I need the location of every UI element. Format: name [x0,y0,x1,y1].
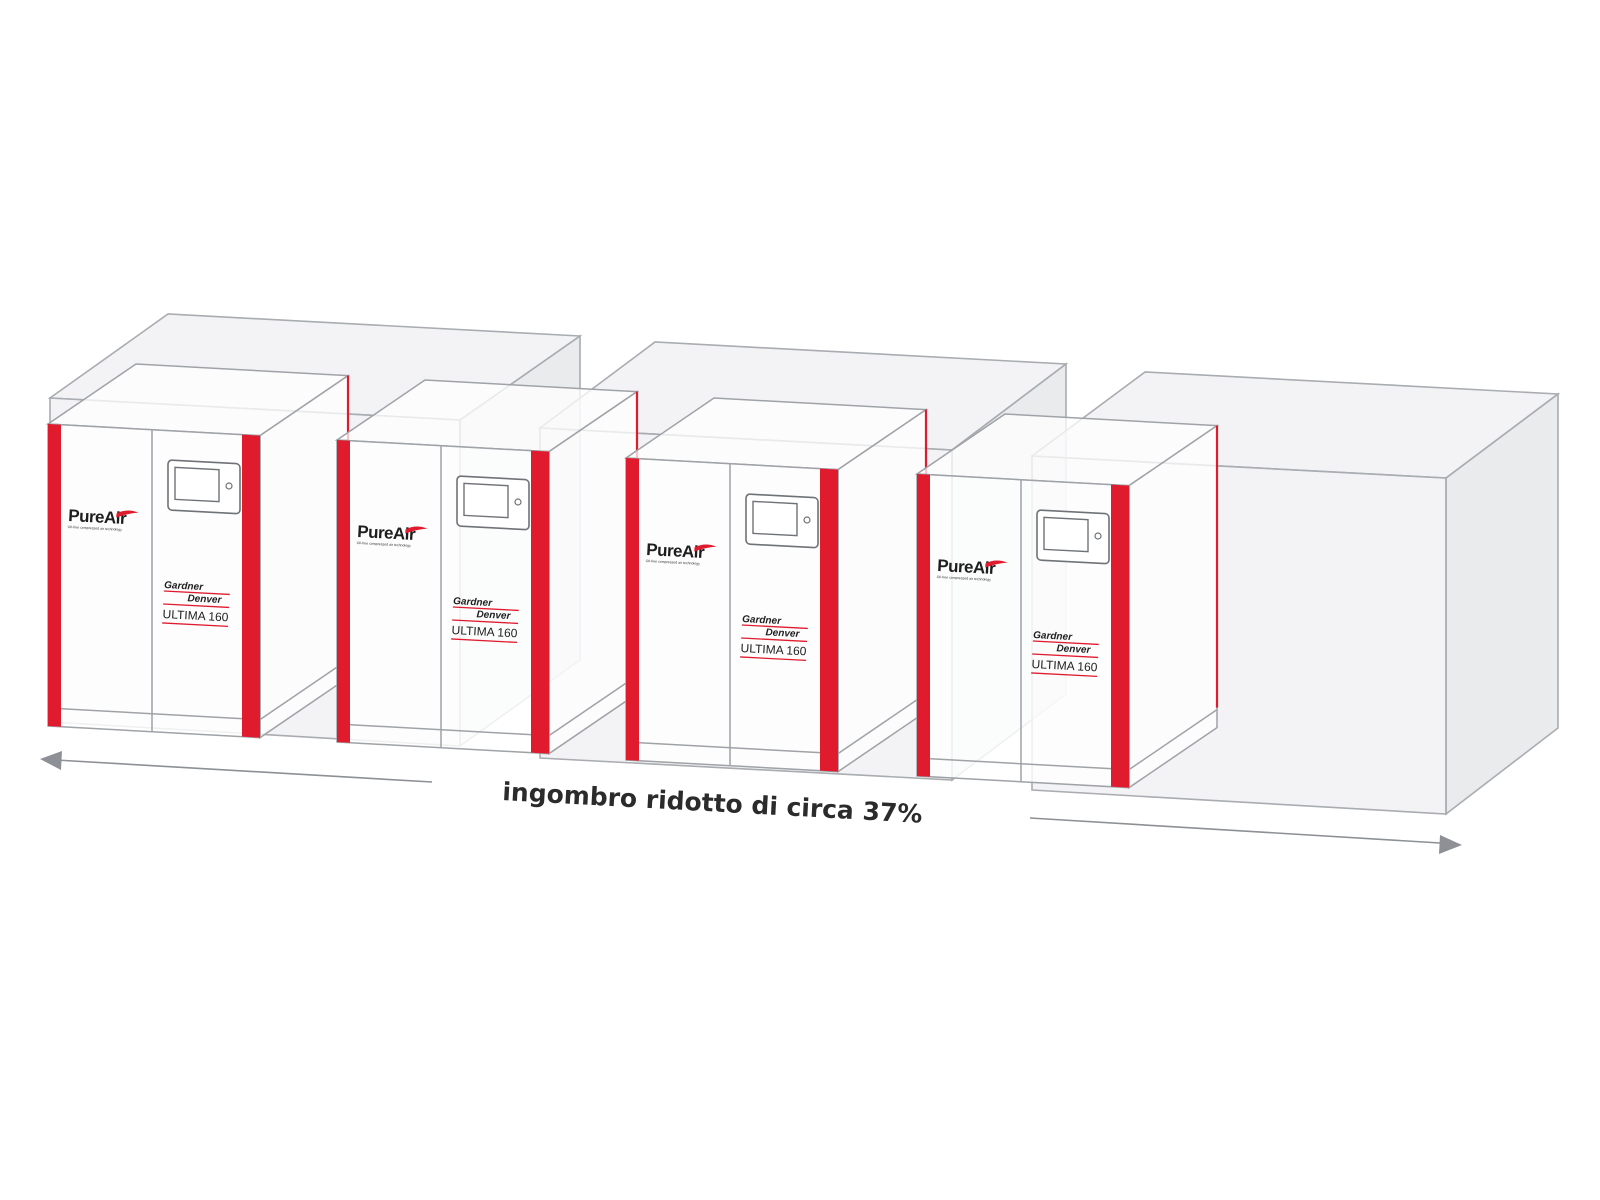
unit-side-face [1128,424,1218,790]
control-knob-icon [803,516,811,524]
unit-red-stripe-right [531,450,549,754]
unit-side-face [259,374,349,740]
control-screen [463,482,509,519]
model-rule-bottom [451,638,518,644]
unit-side-face [548,390,638,756]
model-rule-bottom [740,656,807,662]
maker-logo-line2: Denver [476,609,512,622]
control-screen [1043,516,1089,553]
unit-red-stripe-left [48,424,61,727]
control-screen [174,466,220,503]
unit-red-stripe-left [626,458,639,761]
brand-swoosh-icon [116,510,139,518]
unit-base-rail-side [548,675,638,737]
control-knob-icon [1094,532,1102,540]
brand-logo: PureAir [937,556,997,578]
model-label: ULTIMA 160 [740,641,807,658]
unit-base-rail-side [1128,709,1218,771]
brand-swoosh-icon [694,544,717,552]
unit-red-stripe-left [917,474,930,777]
brand-tagline: Oil-free compressed air technology [646,559,701,566]
maker-logo-line2: Denver [765,627,801,640]
model-rule-top [452,619,519,625]
control-knob-icon [514,498,522,506]
brand-logo: PureAir [68,506,128,528]
unit-base-rail-side [837,693,927,755]
maker-logo-line2: Denver [187,593,223,606]
brand-swoosh-icon [985,560,1008,568]
footprint-caption: ingombro ridotto di circa 37% [502,777,923,829]
unit-red-stripe-right [1111,484,1129,788]
maker-logo-line1: Gardner [742,614,783,627]
unit-red-stripe-right [242,434,260,738]
maker-rule [452,606,519,612]
brand-tagline: Oil-free compressed air technology [357,541,412,548]
brand-swoosh-icon [405,526,428,534]
unit-base-rail [336,723,550,737]
model-label: ULTIMA 160 [1031,657,1098,674]
model-label: ULTIMA 160 [162,607,229,624]
maker-logo-line1: Gardner [453,596,494,609]
unit-side-face [837,408,927,774]
unit-base-rail [916,757,1130,771]
maker-logo-line1: Gardner [164,580,205,593]
model-rule-top [741,637,808,643]
brand-logo: PureAir [646,540,706,562]
unit-red-stripe-left [337,440,350,743]
dimension-arrow-right [1029,817,1462,854]
unit-base-rail [47,707,261,721]
brand-logo: PureAir [357,522,417,544]
model-rule-bottom [162,622,229,628]
brand-tagline: Oil-free compressed air technology [68,525,123,532]
unit-red-stripe-right [820,468,838,772]
unit-base-rail-side [259,659,349,721]
dimension-arrow-left [40,751,433,783]
control-screen [752,500,798,537]
maker-rule [741,624,808,630]
model-rule-bottom [1031,672,1098,678]
maker-rule [163,590,230,596]
maker-logo-line2: Denver [1056,643,1092,656]
model-label: ULTIMA 160 [451,623,518,640]
unit-base-rail [625,741,839,755]
brand-tagline: Oil-free compressed air technology [937,575,992,582]
model-rule-top [163,603,230,609]
control-knob-icon [225,482,233,490]
maker-logo-line1: Gardner [1033,630,1074,643]
model-rule-top [1032,653,1099,659]
maker-rule [1032,640,1099,646]
